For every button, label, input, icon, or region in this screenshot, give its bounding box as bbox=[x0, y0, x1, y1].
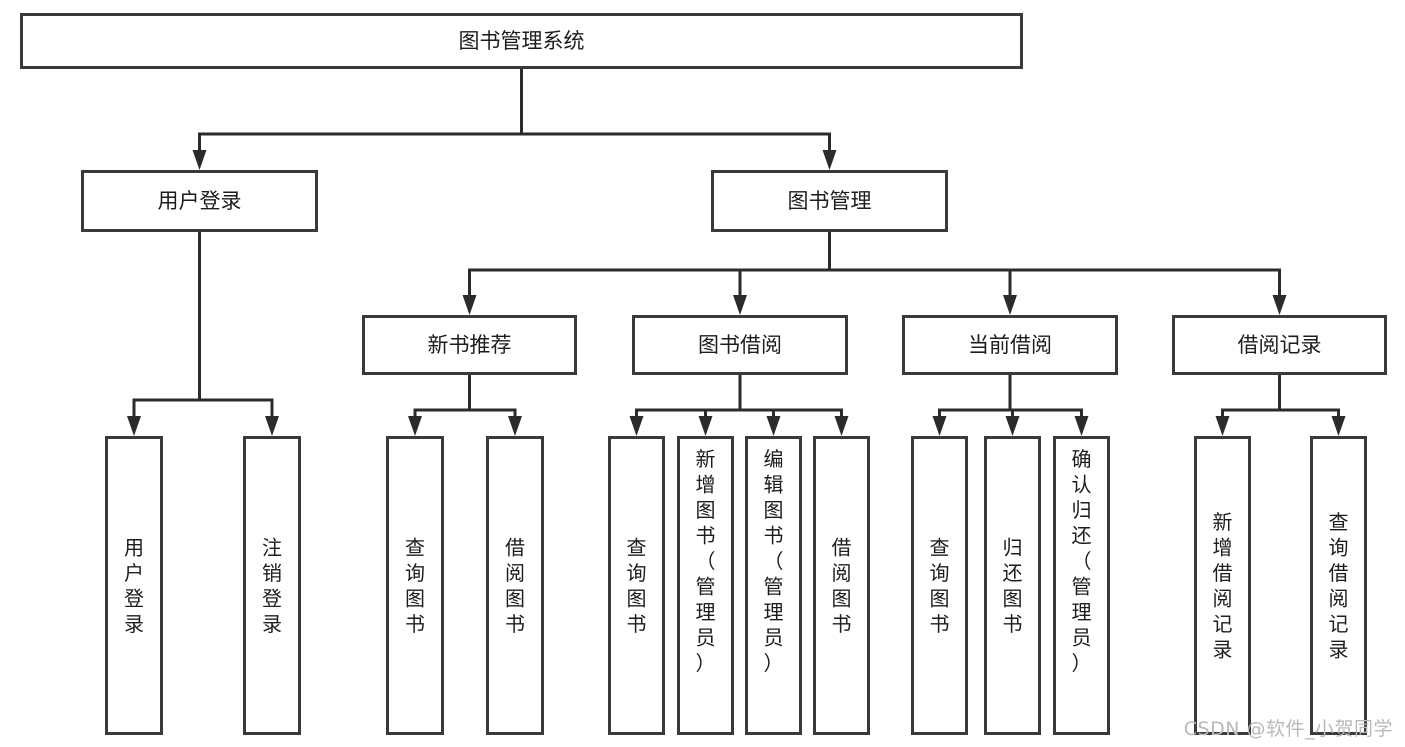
link-borrow-record-arrow-0 bbox=[1215, 416, 1230, 436]
csdn-watermark: CSDN @软件_小贺同学 bbox=[1183, 718, 1393, 740]
node-current-borrow-label: 当前借阅 bbox=[968, 333, 1052, 357]
node-leaf-br-query-record-label: 查询借阅记录 bbox=[1329, 510, 1349, 662]
node-leaf-bb-query-book-box bbox=[608, 436, 665, 735]
node-borrow-record-box bbox=[1172, 315, 1387, 375]
node-book-management[interactable]: 图书管理 bbox=[711, 170, 948, 232]
link-borrow-record-arrow-1 bbox=[1331, 416, 1346, 436]
node-leaf-cb-query-book-box bbox=[911, 436, 968, 735]
node-borrow-record[interactable]: 借阅记录 bbox=[1172, 315, 1387, 375]
node-leaf-user-logout[interactable]: 注销登录 bbox=[243, 436, 301, 735]
node-leaf-bb-edit-book-label: 编辑图书（管理员） bbox=[764, 447, 784, 675]
node-leaf-br-add-record-label: 新增借阅记录 bbox=[1213, 510, 1233, 662]
node-leaf-br-query-record[interactable]: 查询借阅记录 bbox=[1310, 436, 1367, 735]
link-user-login-arrow-0 bbox=[127, 416, 141, 436]
node-leaf-cb-return-book-label: 归还图书 bbox=[1003, 535, 1023, 636]
node-leaf-bb-edit-book[interactable]: 编辑图书（管理员） bbox=[745, 436, 802, 735]
link-current-borrow-arrow-2 bbox=[1074, 416, 1089, 436]
node-leaf-bb-borrow-book-box bbox=[813, 436, 870, 735]
node-leaf-bb-edit-book-box bbox=[745, 436, 802, 735]
connectors-layer bbox=[127, 67, 1346, 436]
nodes-layer: 图书管理系统用户登录图书管理新书推荐图书借阅当前借阅借阅记录用户登录注销登录查询… bbox=[20, 13, 1387, 735]
node-leaf-cb-confirm-return-box bbox=[1053, 436, 1110, 735]
node-new-book-recommend[interactable]: 新书推荐 bbox=[362, 315, 577, 375]
link-book-borrow-arrow-1 bbox=[698, 416, 713, 436]
node-leaf-br-add-record-box bbox=[1194, 436, 1251, 735]
node-leaf-user-login[interactable]: 用户登录 bbox=[105, 436, 163, 735]
node-root-label: 图书管理系统 bbox=[459, 29, 585, 53]
link-book-borrow-arrow-2 bbox=[766, 416, 781, 436]
node-leaf-user-login-box bbox=[105, 436, 163, 735]
link-user-login-arrow-1 bbox=[265, 416, 279, 436]
node-root-box bbox=[20, 13, 1023, 69]
node-current-borrow[interactable]: 当前借阅 bbox=[902, 315, 1118, 375]
link-book-management-arrow-2 bbox=[1003, 295, 1017, 315]
node-leaf-cb-return-book-box bbox=[984, 436, 1041, 735]
node-leaf-cb-return-book[interactable]: 归还图书 bbox=[984, 436, 1041, 735]
node-leaf-bb-add-book-box bbox=[677, 436, 734, 735]
node-book-borrow-box bbox=[632, 315, 848, 375]
node-leaf-rec-query-book-box bbox=[386, 436, 444, 735]
link-book-management-arrow-3 bbox=[1272, 295, 1287, 315]
link-new-book-recommend-arrow-0 bbox=[408, 416, 422, 436]
node-leaf-cb-confirm-return-label: 确认归还（管理员） bbox=[1072, 447, 1092, 675]
node-leaf-br-query-record-box bbox=[1310, 436, 1367, 735]
node-leaf-bb-borrow-book[interactable]: 借阅图书 bbox=[813, 436, 870, 735]
node-leaf-user-logout-box bbox=[243, 436, 301, 735]
node-user-login-box bbox=[81, 170, 318, 232]
node-leaf-br-add-record[interactable]: 新增借阅记录 bbox=[1194, 436, 1251, 735]
node-leaf-bb-query-book-label: 查询图书 bbox=[627, 535, 647, 636]
node-leaf-rec-query-book[interactable]: 查询图书 bbox=[386, 436, 444, 735]
node-book-management-box bbox=[711, 170, 948, 232]
link-root-arrow-1 bbox=[822, 150, 837, 170]
node-user-login[interactable]: 用户登录 bbox=[81, 170, 318, 232]
node-leaf-rec-borrow-book-box bbox=[486, 436, 544, 735]
node-leaf-bb-add-book-label: 新增图书（管理员） bbox=[696, 447, 716, 675]
node-root[interactable]: 图书管理系统 bbox=[20, 13, 1023, 69]
node-leaf-cb-query-book-label: 查询图书 bbox=[930, 535, 950, 636]
node-leaf-rec-borrow-book-label: 借阅图书 bbox=[505, 535, 525, 636]
node-new-book-recommend-label: 新书推荐 bbox=[428, 333, 512, 357]
node-leaf-cb-query-book[interactable]: 查询图书 bbox=[911, 436, 968, 735]
node-borrow-record-label: 借阅记录 bbox=[1238, 333, 1322, 357]
node-leaf-user-login-label: 用户登录 bbox=[124, 535, 144, 636]
node-leaf-rec-query-book-label: 查询图书 bbox=[405, 535, 425, 636]
node-leaf-bb-query-book[interactable]: 查询图书 bbox=[608, 436, 665, 735]
node-leaf-bb-borrow-book-label: 借阅图书 bbox=[832, 535, 852, 636]
node-user-login-label: 用户登录 bbox=[158, 189, 242, 213]
node-leaf-rec-borrow-book[interactable]: 借阅图书 bbox=[486, 436, 544, 735]
link-book-borrow-arrow-0 bbox=[629, 416, 644, 436]
node-leaf-bb-add-book[interactable]: 新增图书（管理员） bbox=[677, 436, 734, 735]
node-leaf-cb-confirm-return[interactable]: 确认归还（管理员） bbox=[1053, 436, 1110, 735]
link-book-management-arrow-1 bbox=[733, 295, 747, 315]
link-current-borrow-arrow-0 bbox=[932, 416, 947, 436]
node-new-book-recommend-box bbox=[362, 315, 577, 375]
node-current-borrow-box bbox=[902, 315, 1118, 375]
link-root-arrow-0 bbox=[192, 150, 207, 170]
link-book-management-arrow-0 bbox=[462, 295, 477, 315]
node-book-borrow[interactable]: 图书借阅 bbox=[632, 315, 848, 375]
node-book-management-label: 图书管理 bbox=[788, 189, 872, 213]
link-current-borrow-arrow-1 bbox=[1005, 416, 1020, 436]
node-book-borrow-label: 图书借阅 bbox=[698, 333, 782, 357]
node-leaf-user-logout-label: 注销登录 bbox=[262, 535, 282, 636]
link-book-borrow-arrow-3 bbox=[834, 416, 849, 436]
link-new-book-recommend-arrow-1 bbox=[508, 416, 522, 436]
